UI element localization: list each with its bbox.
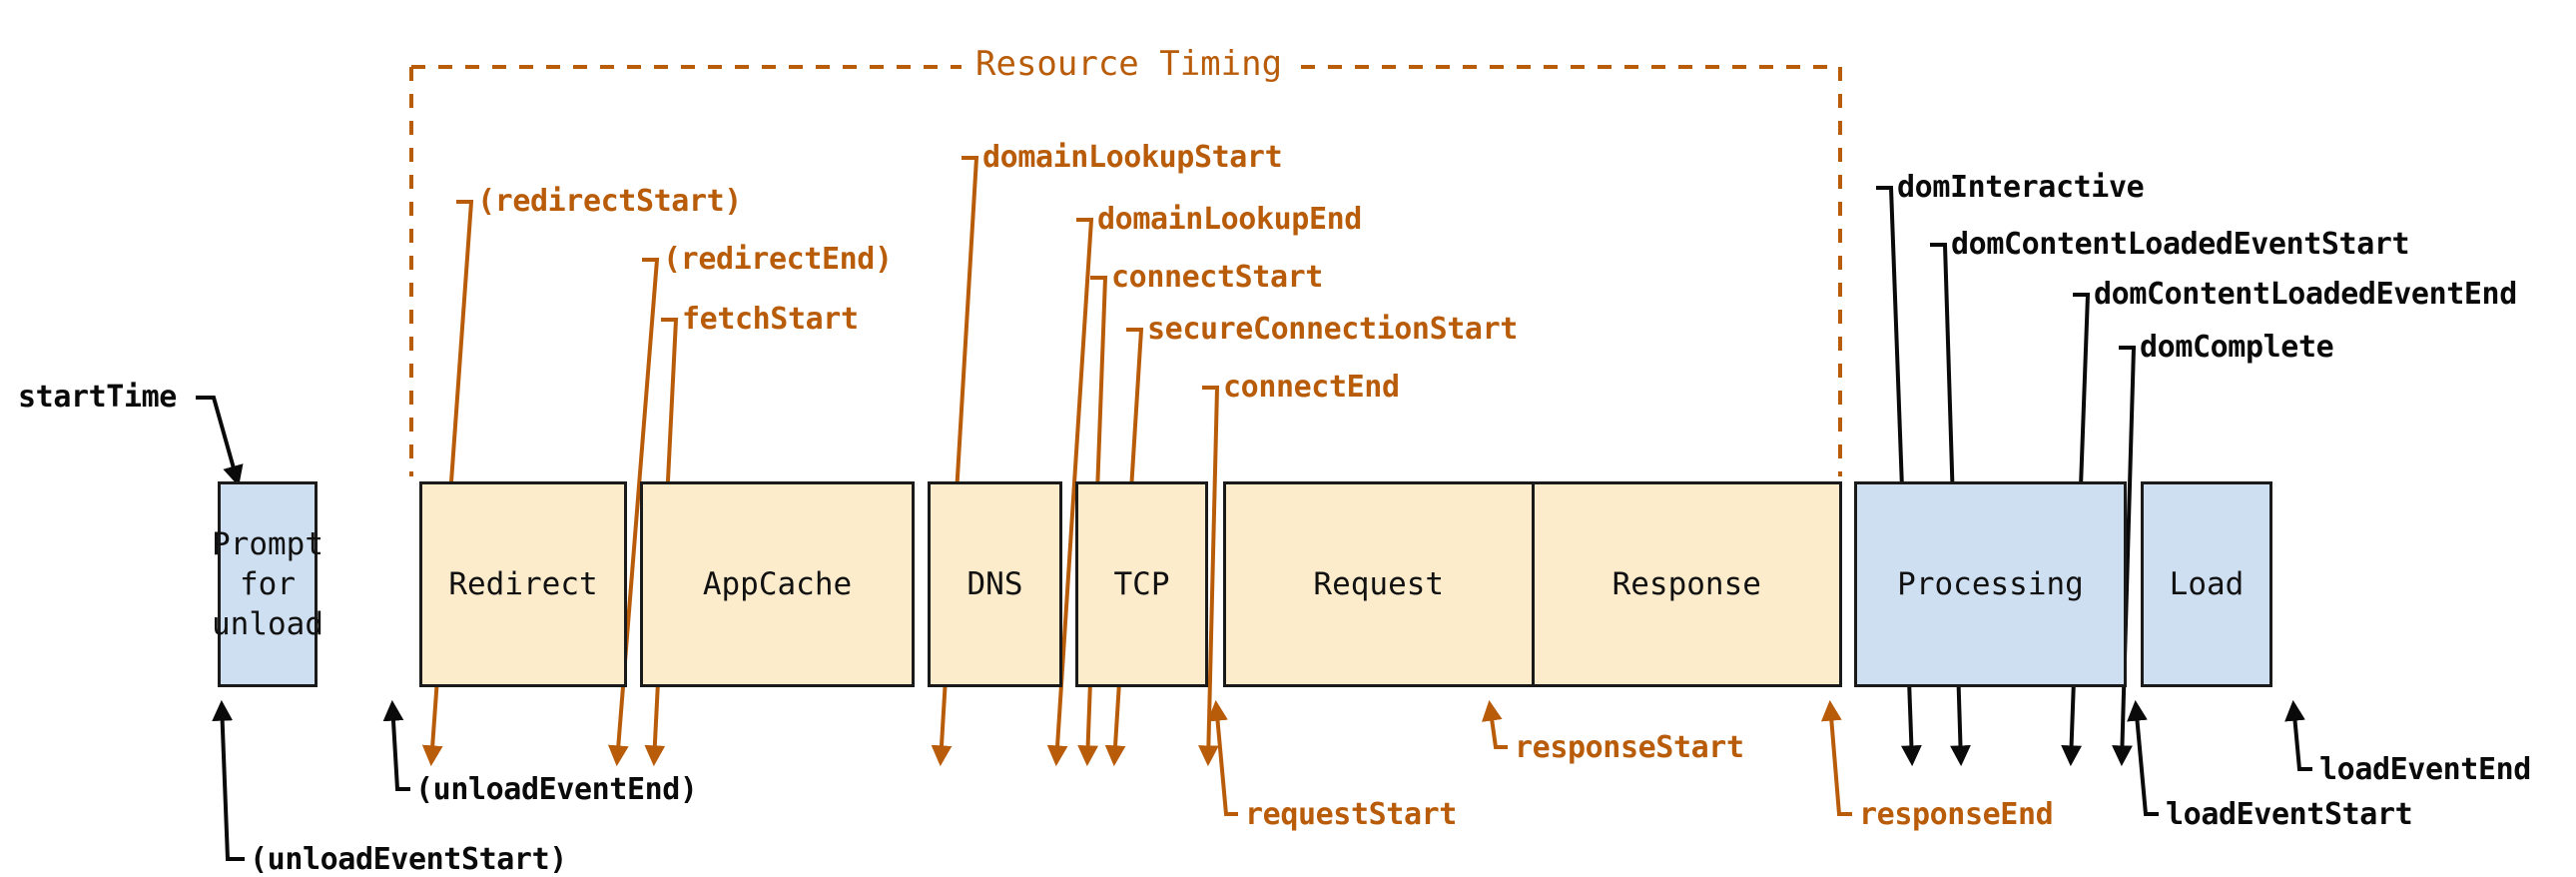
phase-box-response[interactable]: Response	[1535, 484, 1840, 684]
phase-box-request-response: Request Response	[1223, 481, 1842, 687]
phase-label-request: Request	[1313, 566, 1445, 602]
phase-label-tcp: TCP	[1113, 565, 1170, 602]
phase-box-tcp[interactable]: TCP	[1075, 481, 1208, 687]
annotation-response-end: responseEnd	[1859, 797, 2054, 832]
phase-label-dns: DNS	[966, 565, 1023, 602]
phase-box-request[interactable]: Request	[1226, 484, 1535, 684]
annotation-connect-end: connectEnd	[1223, 370, 1400, 405]
annotation-redirect-end: (redirectEnd)	[663, 242, 893, 277]
phase-box-appcache[interactable]: AppCache	[640, 481, 915, 687]
connector-load-event-start	[2127, 699, 2159, 816]
phase-box-load[interactable]: Load	[2141, 481, 2272, 687]
phase-box-prompt-for-unload[interactable]: Prompt for unload	[212, 481, 323, 687]
annotation-fetch-start: fetchStart	[682, 302, 859, 337]
annotation-unload-event-start: (unloadEventStart)	[250, 842, 567, 877]
annotation-request-start: requestStart	[1245, 797, 1457, 832]
annotation-secure-connection-start: secureConnectionStart	[1147, 312, 1518, 347]
phase-label-processing: Processing	[1897, 565, 2084, 602]
annotation-domain-lookup-start: domainLookupStart	[982, 140, 1283, 175]
annotation-start-time: startTime	[18, 380, 177, 415]
connector-unload-event-start	[212, 699, 245, 861]
phase-label-prompt-for-unload: Prompt for unload	[212, 525, 323, 643]
annotation-load-event-start: loadEventStart	[2166, 797, 2413, 832]
connector-request-start	[1207, 699, 1238, 816]
phase-label-redirect: Redirect	[448, 565, 598, 602]
connector-start-time	[196, 396, 244, 487]
connector-response-start	[1481, 699, 1508, 749]
annotation-load-event-end: loadEventEnd	[2319, 752, 2531, 787]
annotation-domain-lookup-end: domainLookupEnd	[1097, 202, 1362, 237]
annotation-dom-complete: domComplete	[2140, 330, 2334, 365]
connector-response-end	[1820, 699, 1852, 816]
resource-timing-label: Resource Timing	[962, 44, 1297, 84]
phase-box-redirect[interactable]: Redirect	[419, 481, 627, 687]
annotation-response-start: responseStart	[1515, 730, 1744, 765]
annotation-unload-event-end: (unloadEventEnd)	[415, 772, 698, 807]
phase-label-load: Load	[2169, 565, 2245, 602]
annotation-dom-content-loaded-event-start: domContentLoadedEventStart	[1951, 227, 2410, 262]
phase-box-processing[interactable]: Processing	[1854, 481, 2127, 687]
connector-unload-event-end	[382, 699, 410, 791]
phase-label-appcache: AppCache	[702, 565, 853, 602]
phase-box-dns[interactable]: DNS	[928, 481, 1062, 687]
annotation-dom-interactive: domInteractive	[1897, 170, 2145, 205]
annotation-redirect-start: (redirectStart)	[477, 184, 742, 219]
connector-load-event-end	[2284, 699, 2312, 771]
annotation-dom-content-loaded-event-end: domContentLoadedEventEnd	[2094, 277, 2517, 312]
annotation-connect-start: connectStart	[1111, 260, 1323, 295]
phase-label-response: Response	[1611, 566, 1761, 602]
